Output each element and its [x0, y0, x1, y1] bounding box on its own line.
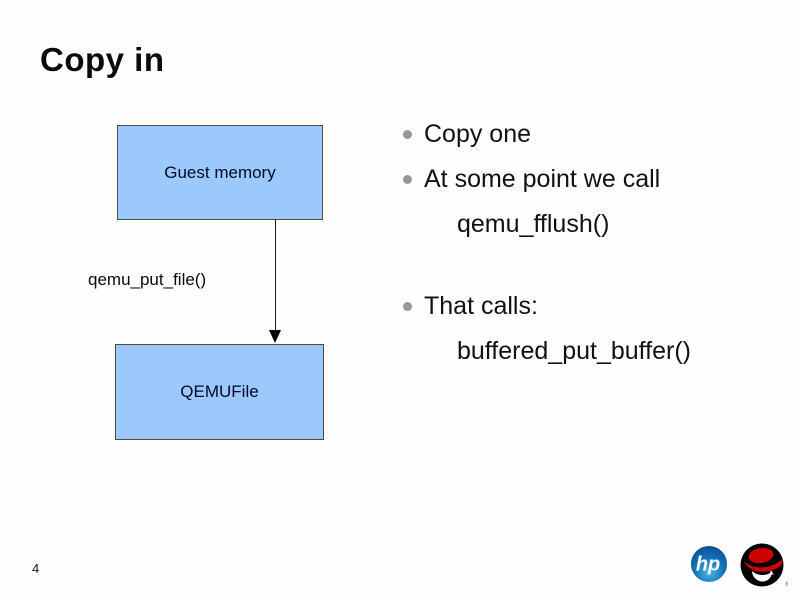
hp-logo-icon: hp — [690, 545, 728, 583]
bullet-subitem: qemu_fflush() — [403, 202, 691, 247]
bullet-subtext: qemu_fflush() — [457, 210, 610, 238]
registered-mark: ® — [785, 581, 788, 588]
page-number: 4 — [32, 561, 40, 576]
guest-memory-box: Guest memory — [117, 125, 323, 220]
bullet-icon — [403, 175, 412, 184]
slide-title: Copy in — [40, 41, 165, 78]
redhat-logo-icon: ® — [740, 543, 788, 588]
arrow-label: qemu_put_file() — [88, 270, 207, 289]
bullet-text: That calls: — [424, 292, 538, 320]
bullet-text: Copy one — [424, 120, 532, 148]
bullet-item: Copy one — [403, 112, 691, 157]
bullet-item: At some point we call — [403, 157, 691, 202]
bullet-icon — [403, 302, 412, 311]
arrow-line — [275, 219, 276, 331]
qemufile-label: QEMUFile — [180, 382, 259, 401]
bullet-spacer — [403, 247, 691, 284]
bullet-item: That calls: — [403, 284, 691, 329]
bullet-subtext: buffered_put_buffer() — [457, 337, 691, 365]
arrow-down-icon — [269, 330, 281, 343]
hp-logo-text: hp — [696, 554, 720, 576]
bullet-icon — [403, 130, 412, 139]
bullet-subitem: buffered_put_buffer() — [403, 329, 691, 374]
bullet-text: At some point we call — [424, 165, 661, 193]
guest-memory-label: Guest memory — [164, 162, 276, 182]
bullet-list: Copy one At some point we call qemu_fflu… — [403, 112, 691, 374]
qemufile-box: QEMUFile — [115, 344, 324, 440]
